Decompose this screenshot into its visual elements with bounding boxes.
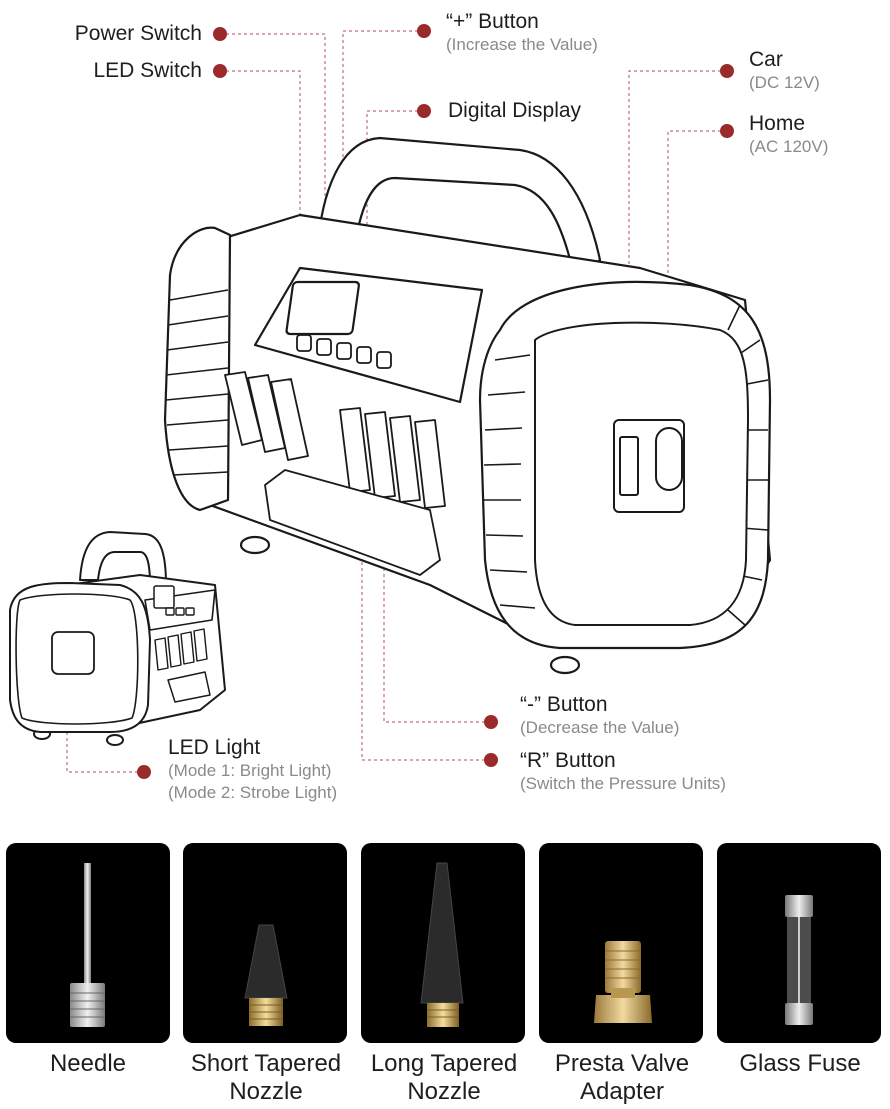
- inflator-diagram: [9, 24, 772, 779]
- accessory-name-line2: Nozzle: [407, 1078, 481, 1105]
- accessory-name-line2: Nozzle: [229, 1078, 303, 1105]
- accessory-name-long-nozzle: Long Tapered Nozzle: [354, 1050, 534, 1106]
- short-nozzle-icon: [244, 924, 288, 1026]
- plus-button-sublabel: (Increase the Value): [446, 35, 598, 54]
- glass-fuse-icon: [785, 895, 813, 1025]
- accessory-name-presta-adapter: Presta Valve Adapter: [532, 1050, 712, 1106]
- minus-button-sublabel: (Decrease the Value): [520, 718, 680, 737]
- r-button-callout: “R” Button (Switch the Pressure Units): [520, 749, 726, 795]
- accessory-name-short-nozzle: Short Tapered Nozzle: [176, 1050, 356, 1106]
- presta-adapter-icon: [594, 941, 652, 1023]
- home-label: Home: [749, 112, 806, 135]
- accessory-name-line1: Presta Valve: [554, 1050, 690, 1077]
- callout-dots: [137, 24, 734, 779]
- led-light-callout: LED Light (Mode 1: Bright Light) (Mode 2…: [168, 736, 337, 804]
- led-switch-callout: LED Switch: [93, 59, 202, 83]
- accessory-tile-needle: [6, 843, 170, 1043]
- small-inflator-illustration: [9, 531, 226, 746]
- car-callout: Car (DC 12V): [749, 48, 820, 94]
- accessory-tile-glass-fuse: [717, 843, 881, 1043]
- home-callout: Home (AC 120V): [749, 112, 828, 158]
- plus-button-callout: “+” Button (Increase the Value): [446, 10, 598, 56]
- minus-button-callout: “-” Button (Decrease the Value): [520, 693, 679, 739]
- car-label: Car: [749, 48, 783, 71]
- car-sublabel: (DC 12V): [749, 73, 820, 92]
- digital-display-callout: Digital Display: [448, 99, 581, 123]
- plus-button-label: “+” Button: [446, 10, 539, 33]
- accessory-name-needle: Needle: [0, 1050, 178, 1078]
- long-nozzle-icon: [420, 862, 464, 1027]
- accessory-name-line2: Adapter: [579, 1078, 665, 1105]
- accessory-tile-short-nozzle: [183, 843, 347, 1043]
- r-button-label: “R” Button: [520, 749, 616, 772]
- accessory-name-line1: Long Tapered: [370, 1050, 518, 1077]
- r-button-sublabel: (Switch the Pressure Units): [520, 774, 726, 793]
- home-sublabel: (AC 120V): [749, 137, 829, 156]
- power-switch-callout: Power Switch: [75, 22, 202, 46]
- accessory-name-glass-fuse: Glass Fuse: [710, 1050, 890, 1078]
- led-light-sublabel-1: (Mode 1: Bright Light): [168, 761, 332, 780]
- accessory-tile-long-nozzle: [361, 843, 525, 1043]
- led-light-sublabel-2: (Mode 2: Strobe Light): [168, 783, 338, 802]
- led-light-label: LED Light: [168, 736, 261, 759]
- accessory-name-line1: Needle: [49, 1050, 127, 1077]
- large-inflator-illustration: [163, 136, 772, 675]
- accessory-name-line1: Short Tapered: [190, 1050, 342, 1077]
- power-switch-label: Power Switch: [74, 22, 202, 45]
- minus-button-label: “-” Button: [520, 693, 608, 716]
- digital-display-label: Digital Display: [448, 99, 582, 122]
- led-switch-label: LED Switch: [93, 59, 202, 82]
- accessory-name-line1: Glass Fuse: [739, 1050, 861, 1077]
- needle-icon: [70, 863, 105, 1027]
- accessory-tile-presta-adapter: [539, 843, 703, 1043]
